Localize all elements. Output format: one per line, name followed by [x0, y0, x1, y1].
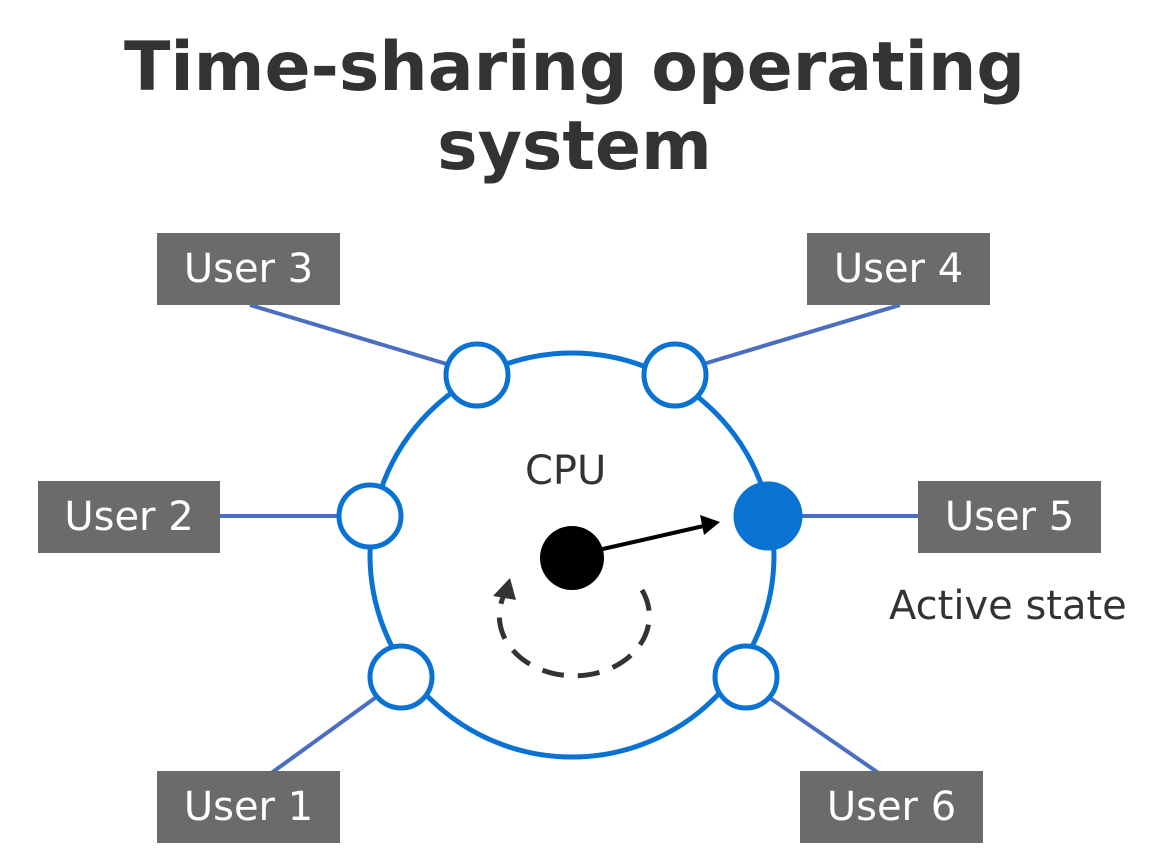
- connector-user4: [699, 303, 901, 367]
- connector-user6: [768, 696, 882, 776]
- connector-user1: [268, 696, 377, 776]
- node-user5-active: [733, 481, 803, 551]
- rotation-dashed-arc: [496, 588, 652, 679]
- user-box-6: User 6: [800, 771, 983, 843]
- connector-user3: [249, 303, 451, 367]
- node-user1: [367, 643, 435, 711]
- user-box-4: User 4: [807, 233, 990, 305]
- diagram-title: Time-sharing operating system: [123, 28, 1026, 186]
- cpu-hub: [540, 526, 604, 590]
- node-user6: [712, 643, 780, 711]
- node-user2: [336, 482, 404, 550]
- user-box-1: User 1: [157, 771, 340, 843]
- cpu-pointer-arrowhead: [700, 515, 720, 535]
- rotation-arrowhead: [493, 578, 516, 600]
- active-state-label: Active state: [889, 583, 1127, 629]
- cpu-label: CPU: [525, 448, 607, 494]
- user-box-5: User 5: [918, 481, 1101, 553]
- user-box-2: User 2: [38, 481, 220, 553]
- node-user4: [641, 341, 709, 409]
- user-box-3: User 3: [157, 233, 340, 305]
- node-user3: [443, 341, 511, 409]
